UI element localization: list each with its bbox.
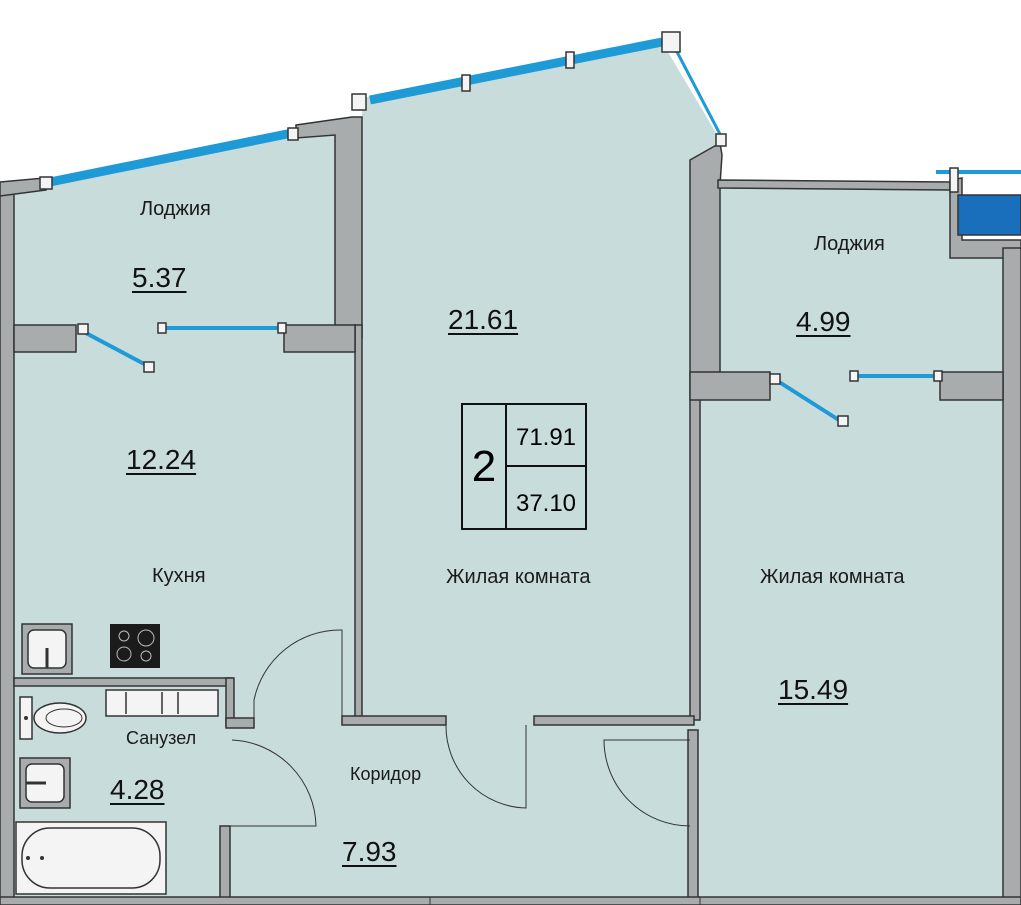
wall-bath-top	[13, 677, 233, 687]
frame-stub	[143, 361, 155, 373]
room-area-living-center: 21.61	[448, 304, 519, 335]
wall-left-outer	[0, 185, 15, 905]
wall-bath-right	[219, 825, 231, 905]
wall-bath-stub-2	[225, 717, 255, 729]
wall-right-top	[717, 179, 951, 191]
room-area-living-right: 15.49	[778, 674, 849, 705]
frame-stub	[277, 322, 287, 334]
door-bathroom	[230, 739, 317, 827]
frame-stub	[77, 323, 89, 335]
frame-stub	[565, 51, 575, 69]
frame-stub	[287, 127, 299, 141]
wall-kitchen-top-right	[283, 324, 356, 353]
frame-stub	[39, 176, 53, 190]
room-area-corridor: 7.93	[342, 836, 397, 867]
room-area-bathroom: 4.28	[110, 774, 165, 805]
room-area-kitchen: 12.24	[126, 444, 197, 475]
doors	[230, 629, 701, 905]
room-area-loggia-right: 4.99	[796, 306, 851, 337]
frame-stub	[661, 31, 681, 53]
room-name-loggia-right: Лоджия	[814, 233, 885, 255]
wall-right-outer	[1002, 247, 1021, 905]
wall-loggia-right-left	[689, 371, 771, 401]
living-area: 37.10	[515, 490, 577, 517]
total-area: 71.91	[507, 405, 585, 467]
wall-corridor-top-left	[341, 715, 447, 726]
frame-stub	[461, 74, 471, 92]
floor-center-room	[355, 42, 722, 905]
frame-stub	[769, 373, 781, 385]
room-area-loggia-left: 5.37	[132, 262, 187, 293]
window-right-door	[774, 378, 844, 424]
window-center-top	[369, 37, 663, 105]
room-name-bathroom: Санузел	[126, 728, 197, 748]
wall-corridor-top-right	[533, 715, 695, 726]
floor-areas	[0, 42, 1003, 905]
window-frames	[39, 31, 959, 427]
door-right-room	[603, 739, 691, 827]
bathtub-icon	[15, 821, 167, 895]
room-name-corridor: Коридор	[350, 764, 422, 784]
door-entry	[429, 897, 701, 905]
washbasin-icon	[19, 757, 71, 809]
door-kitchen	[253, 629, 343, 718]
frame-stub	[849, 370, 859, 382]
room-name-living-center: Жилая комната	[446, 566, 591, 588]
wall-corridor-right	[687, 729, 699, 905]
wall-center-pier	[354, 324, 363, 721]
wall-bottom	[0, 896, 1021, 905]
windows	[49, 37, 1021, 424]
frame-stub	[351, 93, 367, 111]
walls	[0, 116, 1021, 905]
room-name-living-right: Жилая комната	[760, 566, 905, 588]
frame-stub	[949, 167, 959, 193]
window-loggia-left	[49, 128, 293, 187]
frame-stub	[157, 322, 167, 334]
room-count: 2	[463, 405, 507, 528]
floor-right-wing	[700, 185, 1003, 905]
toilet-icon	[19, 696, 87, 740]
room-name-loggia-left: Лоджия	[140, 198, 211, 220]
floor-left-wing	[0, 126, 355, 905]
room-name-kitchen: Кухня	[152, 565, 206, 587]
frame-stub	[715, 133, 727, 147]
wall-right-box	[957, 194, 1021, 236]
fixtures	[15, 623, 219, 895]
window-center-corner	[673, 47, 724, 139]
wall-left-top	[0, 177, 47, 197]
flat-summary-badge: 2 71.91 37.10	[461, 403, 587, 530]
wall-loggia-right-right	[939, 371, 1004, 401]
cooktop-icon	[110, 624, 160, 668]
frame-stub	[837, 415, 849, 427]
wall-kitchen-top-left	[13, 324, 77, 353]
window-kitchen-door	[83, 330, 149, 368]
frame-stub	[933, 370, 943, 382]
door-center-room	[445, 724, 527, 809]
kitchen-counter-icon	[105, 689, 219, 717]
kitchen-sink-icon	[21, 623, 73, 675]
